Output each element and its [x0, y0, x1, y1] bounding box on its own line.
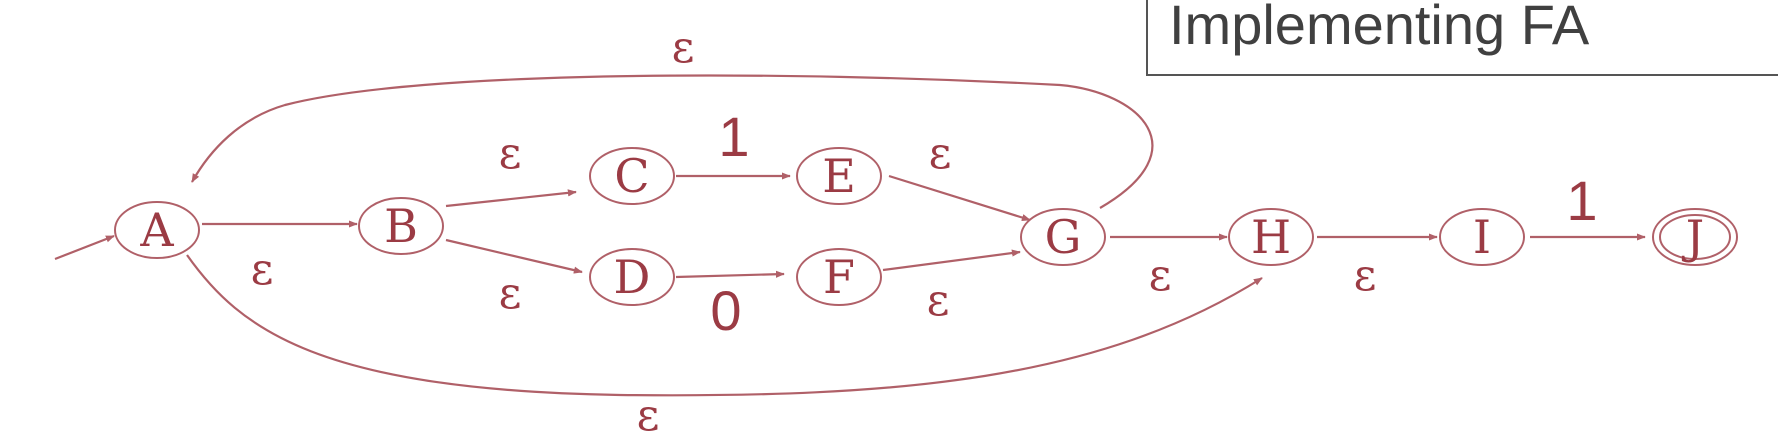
transition-g-a — [191, 74, 1154, 209]
state-circle — [1020, 208, 1106, 266]
transition-label-d-f: 0 — [710, 279, 741, 342]
state-circle — [796, 248, 882, 306]
state-label: G — [1045, 210, 1082, 264]
transition-a-h — [186, 254, 1263, 397]
transition-b-d — [445, 238, 583, 274]
accepting-ring — [1659, 214, 1731, 260]
transition-b-c — [445, 189, 577, 208]
transition-label-a-b: ε — [251, 244, 274, 295]
transition-label-g-h: ε — [1149, 250, 1172, 301]
transition-label-a-h: ε — [637, 390, 660, 441]
transition-label-c-e: 1 — [718, 105, 749, 168]
transition-f-g — [882, 249, 1021, 272]
transition-label-f-g: ε — [927, 275, 950, 326]
state-circle — [589, 147, 675, 205]
state-circle — [1228, 208, 1314, 266]
transition-label-h-i: ε — [1354, 250, 1377, 301]
state-j: J — [1652, 208, 1738, 266]
title-box: Implementing FA — [1146, 0, 1778, 76]
state-e: E — [796, 147, 882, 205]
state-g: G — [1020, 208, 1106, 266]
start-arrow — [54, 234, 115, 261]
state-circle — [1439, 208, 1525, 266]
page-title: Implementing FA — [1169, 0, 1590, 56]
state-d: D — [589, 248, 675, 306]
transition-label-i-j: 1 — [1566, 169, 1597, 232]
transition-label-e-g: ε — [929, 128, 952, 179]
state-c: C — [589, 147, 675, 205]
state-label: B — [384, 199, 418, 253]
state-a: A — [114, 201, 200, 259]
state-b: B — [358, 197, 444, 255]
state-label: J — [1682, 210, 1704, 264]
state-label: D — [614, 250, 651, 304]
state-circle — [358, 197, 444, 255]
state-label: F — [823, 250, 855, 304]
state-circle — [589, 248, 675, 306]
state-label: E — [822, 149, 856, 203]
state-label: I — [1473, 210, 1491, 264]
state-circle — [796, 147, 882, 205]
state-i: I — [1439, 208, 1525, 266]
state-label: H — [1251, 210, 1291, 264]
transition-label-b-d: ε — [499, 268, 522, 319]
state-label: A — [139, 203, 174, 257]
transition-e-g — [888, 174, 1031, 222]
state-h: H — [1228, 208, 1314, 266]
transition-d-f — [675, 270, 785, 279]
state-circle — [114, 201, 200, 259]
transition-label-b-c: ε — [499, 128, 522, 179]
state-circle — [1652, 208, 1738, 266]
state-label: C — [614, 149, 649, 203]
transition-label-g-a: ε — [672, 22, 695, 73]
state-f: F — [796, 248, 882, 306]
